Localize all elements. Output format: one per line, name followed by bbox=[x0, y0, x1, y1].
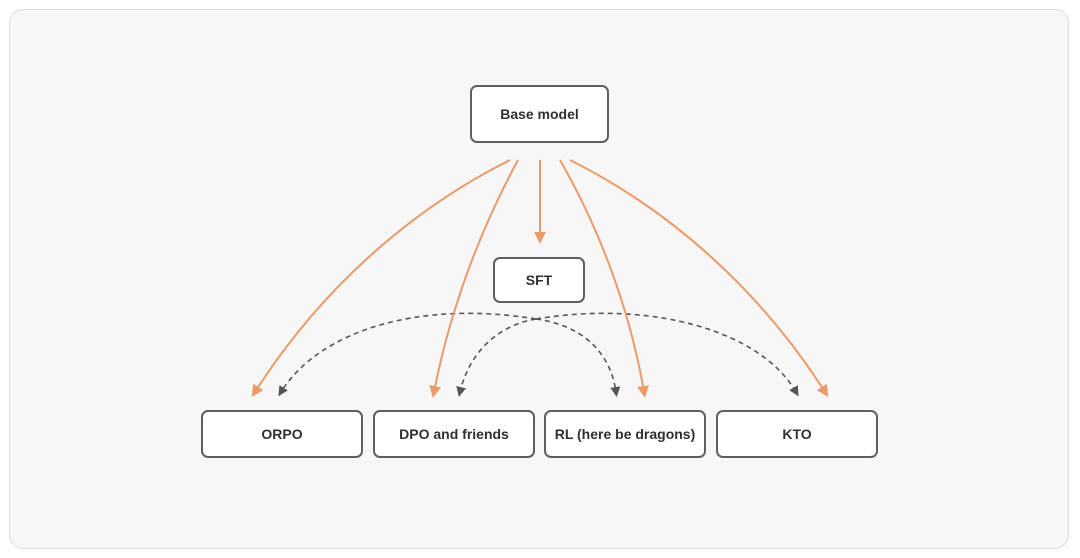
node-orpo: ORPO bbox=[201, 410, 363, 458]
node-rl-here-be-dragons: RL (here be dragons) bbox=[544, 410, 706, 458]
node-dpo-and-friends: DPO and friends bbox=[373, 410, 535, 458]
node-base-model: Base model bbox=[470, 85, 609, 143]
node-kto: KTO bbox=[716, 410, 878, 458]
node-sft: SFT bbox=[493, 257, 585, 303]
